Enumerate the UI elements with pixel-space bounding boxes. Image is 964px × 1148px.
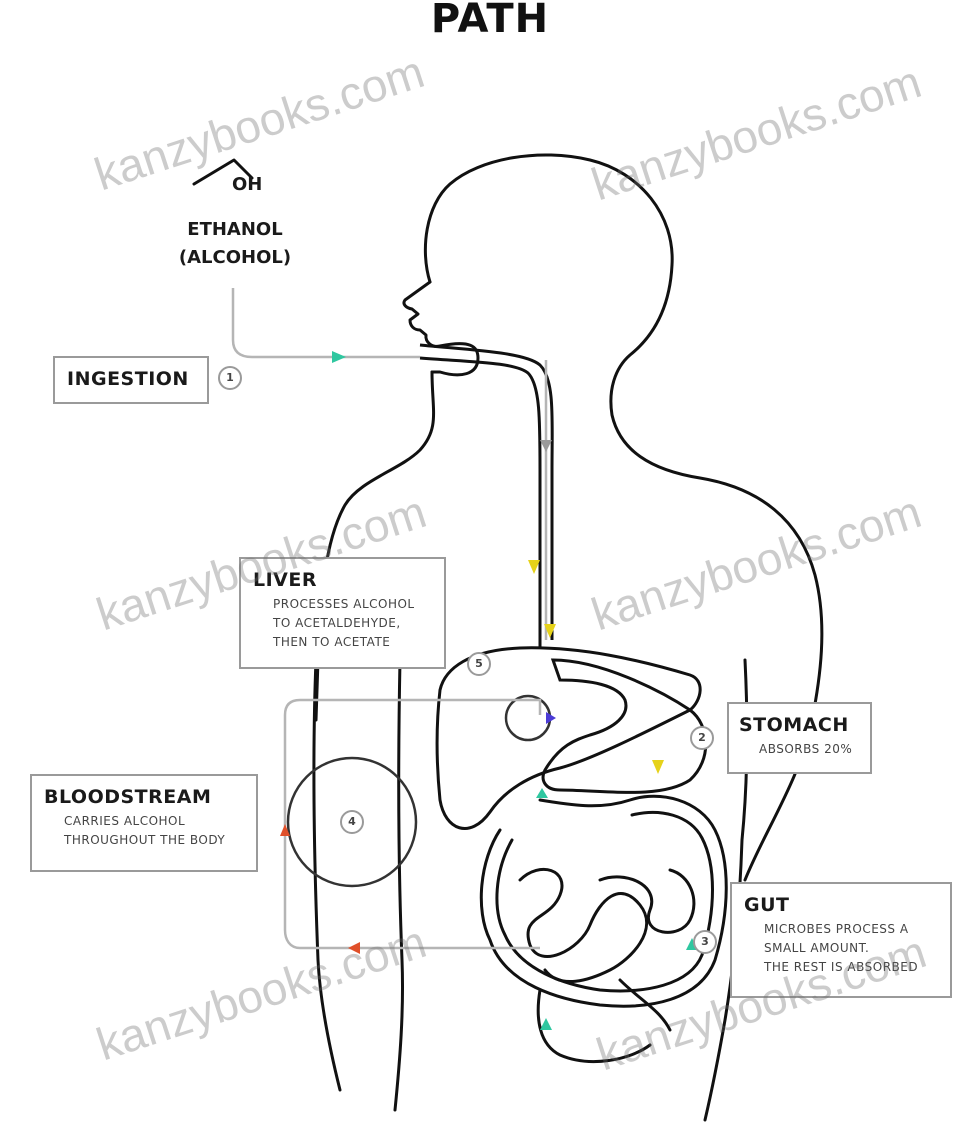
stomach-shape	[543, 660, 706, 793]
liver-arrow	[546, 712, 556, 724]
blood-arrow-1	[348, 942, 360, 954]
stomach-step-badge: 2	[690, 726, 714, 750]
bloodstream-description: CARRIES ALCOHOL THROUGHOUT THE BODY	[44, 812, 244, 850]
liver-step-badge: 5	[467, 652, 491, 676]
bloodstream-step-badge: 4	[340, 810, 364, 834]
ingestion-box: INGESTION	[53, 356, 209, 404]
bloodstream-desc-line-2: THROUGHOUT THE BODY	[64, 831, 244, 850]
stomach-arrow-3	[652, 760, 664, 774]
liver-cycle-circle	[506, 696, 550, 740]
ethanol-formula: OH	[232, 174, 262, 195]
liver-label: LIVER	[253, 569, 432, 591]
bloodstream-box: BLOODSTREAM CARRIES ALCOHOL THROUGHOUT T…	[30, 774, 258, 872]
gut-desc-line-3: THE REST IS ABSORBED	[764, 958, 938, 977]
gut-description: MICROBES PROCESS A SMALL AMOUNT. THE RES…	[744, 920, 938, 977]
ingestion-arrow	[332, 351, 346, 363]
liver-box: LIVER PROCESSES ALCOHOL TO ACETALDEHYDE,…	[239, 557, 446, 669]
esophagus-arrow	[540, 440, 552, 452]
stomach-label: STOMACH	[739, 714, 860, 736]
gut-step-badge: 3	[693, 930, 717, 954]
ethanol-label: ETHANOL (ALCOHOL)	[160, 216, 310, 272]
ethanol-line-1: ETHANOL	[160, 216, 310, 244]
intestines	[481, 796, 726, 1061]
liver-desc-line-3: THEN TO ACETATE	[273, 633, 432, 652]
gut-box: GUT MICROBES PROCESS A SMALL AMOUNT. THE…	[730, 882, 952, 998]
liver-desc-line-2: TO ACETALDEHYDE,	[273, 614, 432, 633]
page-title: PATH	[380, 0, 600, 42]
stomach-box: STOMACH ABSORBS 20%	[727, 702, 872, 774]
ingestion-label: INGESTION	[67, 368, 195, 390]
ingestion-step-badge: 1	[218, 366, 242, 390]
stomach-description: ABSORBS 20%	[739, 740, 860, 759]
ethanol-line-2: (ALCOHOL)	[160, 244, 310, 272]
liver-desc-line-1: PROCESSES ALCOHOL	[273, 595, 432, 614]
bloodstream-label: BLOODSTREAM	[44, 786, 244, 808]
gut-desc-line-1: MICROBES PROCESS A	[764, 920, 938, 939]
gut-desc-line-2: SMALL AMOUNT.	[764, 939, 938, 958]
inner-left-side	[395, 660, 403, 1110]
gut-arrow-1	[536, 788, 548, 798]
liver-description: PROCESSES ALCOHOL TO ACETALDEHYDE, THEN …	[253, 595, 432, 652]
gut-label: GUT	[744, 894, 938, 916]
gut-arrow-3	[540, 1018, 552, 1030]
stomach-arrow-1	[528, 560, 540, 574]
bloodstream-desc-line-1: CARRIES ALCOHOL	[64, 812, 244, 831]
